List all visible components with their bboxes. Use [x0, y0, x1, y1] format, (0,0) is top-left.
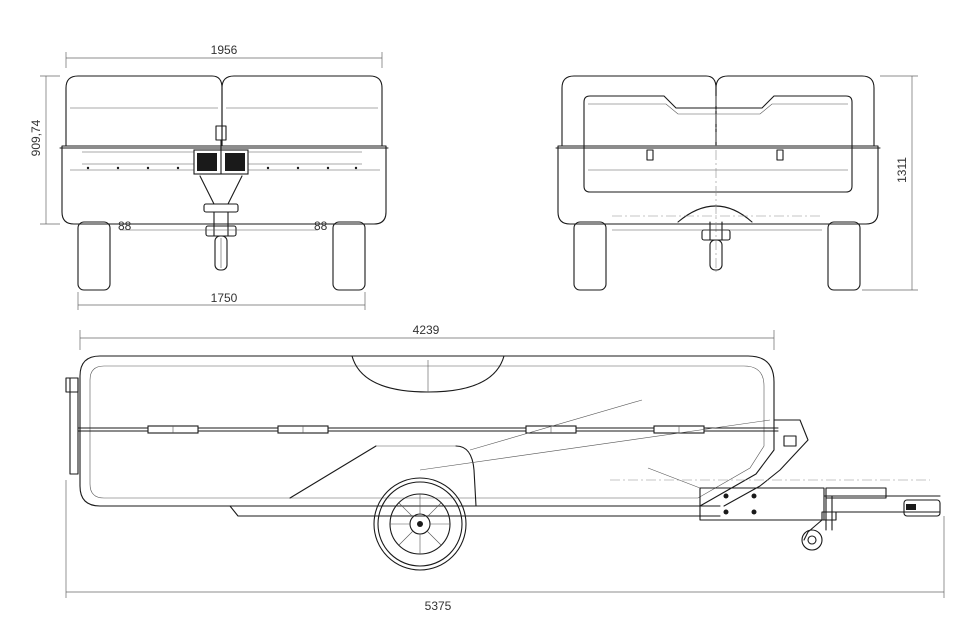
front-height-label: 909,74: [29, 119, 43, 156]
side-view: 4239 5375: [65, 323, 945, 613]
rear-view-right-wheel: [827, 221, 861, 291]
side-view-wheel-tyre: [373, 477, 467, 571]
side-view-chassis: [229, 505, 721, 517]
drawbar-beam: [699, 487, 825, 521]
jockey-wheel-arm: [803, 519, 823, 541]
overall-length-label: 5375: [425, 599, 452, 613]
rear-view-left-lid: [561, 75, 717, 147]
front-width-label: 1956: [211, 43, 238, 57]
rear-height-label: 1311: [895, 157, 909, 183]
side-view-jockey-wheel: [801, 529, 823, 551]
rear-door-latch-right: [776, 149, 784, 161]
svg-text:88: 88: [314, 219, 328, 233]
rear-view-left-wheel: [573, 221, 607, 291]
front-view-jockey-wheel: [214, 235, 228, 271]
rear-door-panel: [583, 95, 853, 193]
svg-text:88: 88: [118, 219, 132, 233]
drawbar-frame: [723, 419, 809, 507]
tow-hitch: [903, 499, 941, 517]
front-view-drawbar: [199, 175, 243, 205]
front-view-left-lid: [65, 75, 223, 147]
rear-view-body: [557, 145, 879, 225]
rear-view-right-lid: [715, 75, 875, 147]
front-track-label: 1750: [211, 291, 238, 305]
front-view: 88 88 1956 909,74 1750: [29, 43, 389, 310]
front-view-right-wheel: [332, 221, 366, 291]
front-view-left-wheel: [77, 221, 111, 291]
front-view-body: [61, 145, 387, 225]
coupler-head: [825, 487, 887, 499]
rear-door-latch-left: [646, 149, 654, 161]
side-view-body: [79, 355, 775, 507]
body-length-label: 4239: [413, 323, 440, 337]
rear-view-jockey-wheel: [709, 239, 723, 271]
rear-view-center-arch: [677, 205, 753, 223]
rear-view: 1311: [555, 75, 918, 291]
front-view-right-lid: [221, 75, 383, 147]
